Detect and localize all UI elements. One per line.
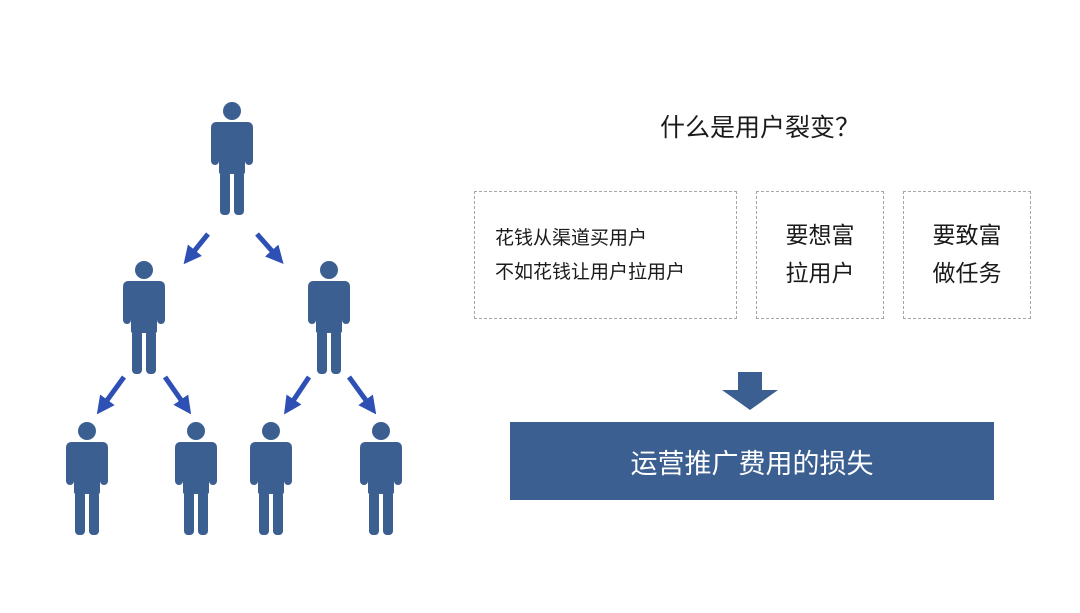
- person-icon: [250, 422, 292, 535]
- arrow-icon: [284, 375, 312, 415]
- concept-box-do-tasks: 要致富 做任务: [903, 191, 1031, 319]
- concept-box-buy-vs-referral: 花钱从渠道买用户 不如花钱让用户拉用户: [474, 191, 737, 319]
- arrow-icon: [346, 375, 377, 415]
- diagram-title: 什么是用户裂变？: [659, 113, 860, 142]
- box-line: 花钱从渠道买用户: [495, 227, 648, 249]
- person-icon: [66, 422, 108, 535]
- person-icon: [211, 102, 253, 215]
- person-icon: [123, 261, 165, 374]
- person-icon: [175, 422, 217, 535]
- arrow-icon: [162, 375, 192, 415]
- result-label: 运营推广费用的损失: [630, 448, 874, 480]
- box-line: 要致富: [932, 223, 1002, 249]
- box-line: 要想富: [785, 223, 855, 249]
- box-line: 拉用户: [785, 261, 855, 287]
- box-line: 做任务: [932, 261, 1002, 287]
- person-icon: [308, 261, 350, 374]
- person-icon: [360, 422, 402, 535]
- arrow-icon: [183, 232, 210, 265]
- arrow-icon: [96, 375, 127, 415]
- concept-box-pull-users: 要想富 拉用户: [756, 191, 884, 319]
- referral-tree-diagram: [66, 102, 402, 535]
- result-banner: 运营推广费用的损失: [510, 422, 994, 500]
- box-line: 不如花钱让用户拉用户: [495, 261, 686, 283]
- down-arrow-icon: [722, 372, 778, 410]
- arrow-icon: [255, 232, 284, 265]
